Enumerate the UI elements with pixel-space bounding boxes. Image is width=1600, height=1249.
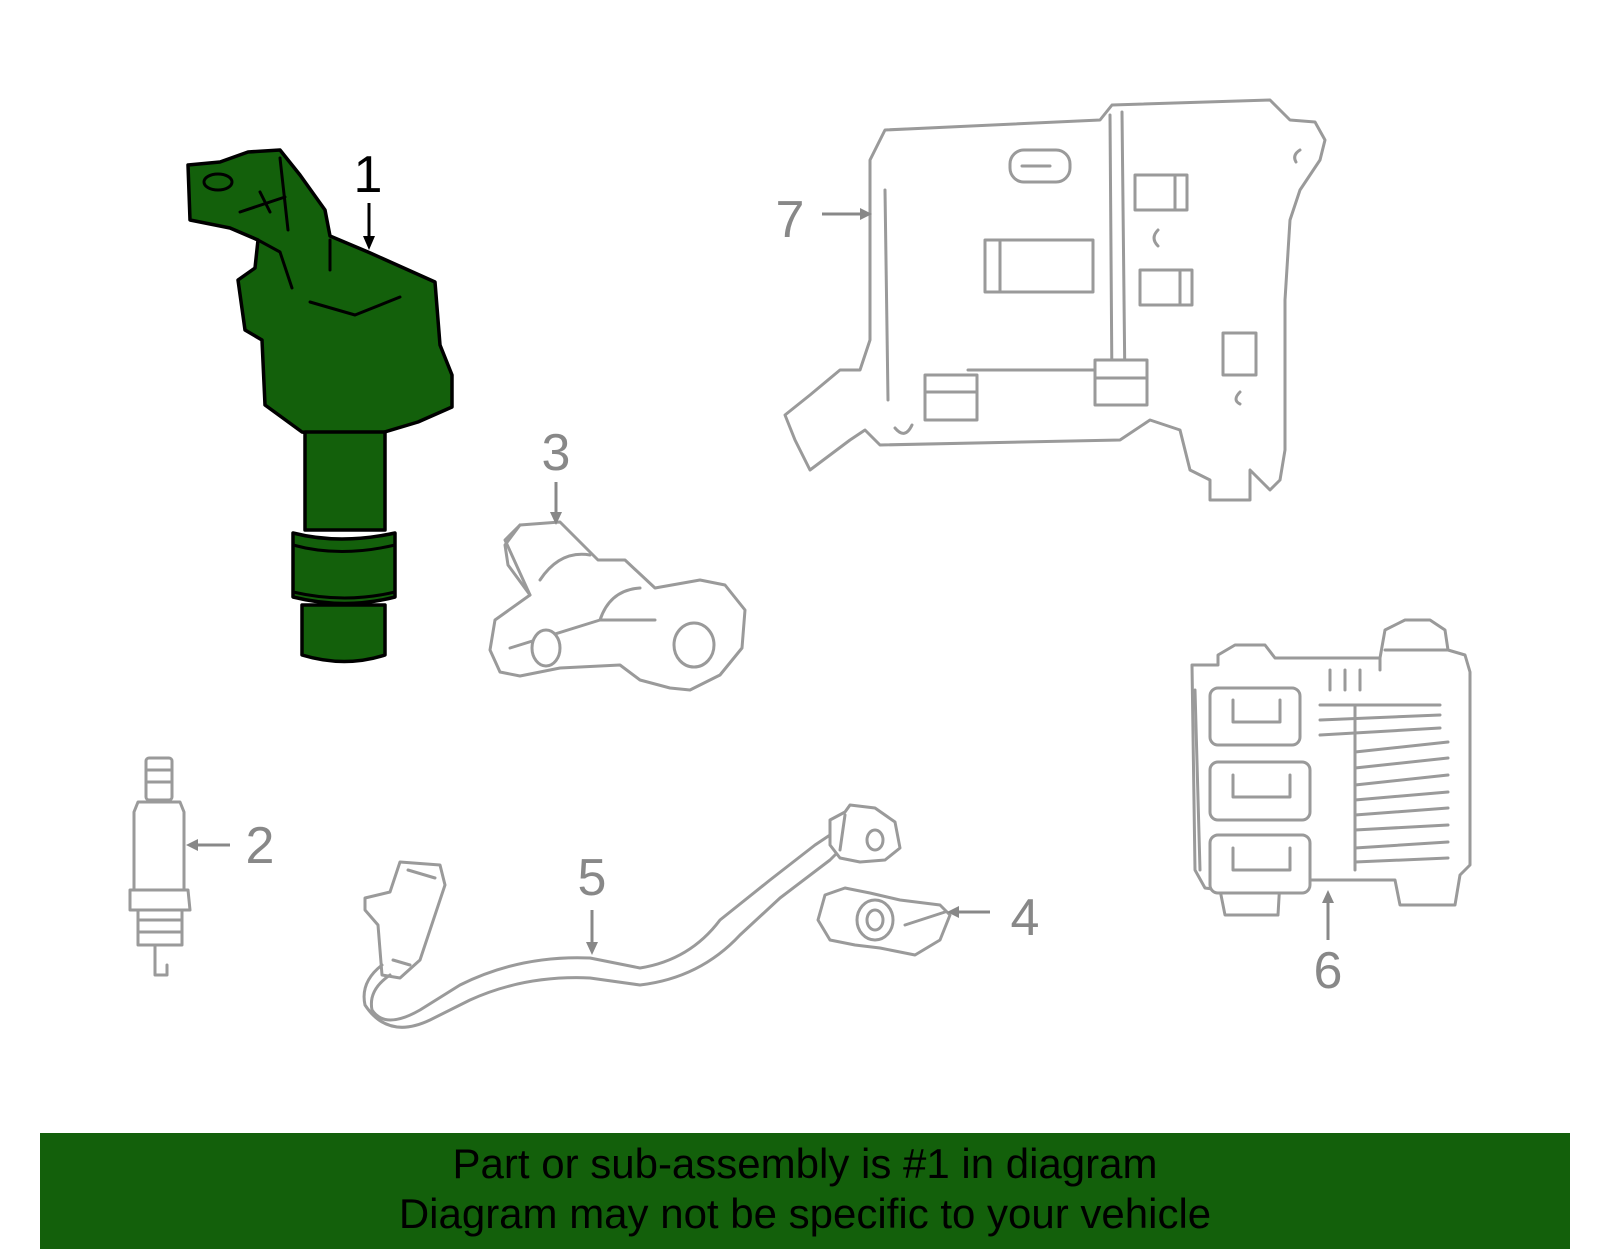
callout-6: 6 (1314, 942, 1343, 1000)
part-1-ignition-coil[interactable] (186, 148, 454, 664)
callout-2-arrowhead (186, 839, 198, 851)
callout-2: 2 (246, 817, 275, 875)
callout-3: 3 (542, 424, 571, 482)
callout-4: 4 (1011, 889, 1040, 947)
callout-5-arrowhead (586, 942, 598, 955)
callout-4-arrowhead (947, 906, 959, 918)
callout-6-arrowhead (1322, 890, 1334, 903)
banner-line-1: Part or sub-assembly is #1 in diagram (452, 1140, 1158, 1187)
part-info-banner: Part or sub-assembly is #1 in diagram Di… (40, 1133, 1570, 1249)
callout-7: 7 (776, 191, 805, 249)
callout-3-arrowhead (550, 512, 562, 525)
callout-7-arrowhead (860, 208, 872, 220)
callout-1: 1 (354, 146, 383, 204)
part-4-crankshaft-sensor[interactable] (816, 886, 952, 957)
callout-5: 5 (578, 849, 607, 907)
part-3-camshaft-sensor[interactable] (488, 520, 747, 692)
callout-1-arrowhead (363, 236, 375, 250)
banner-line-2: Diagram may not be specific to your vehi… (398, 1190, 1212, 1237)
part-6-engine-control-module[interactable] (1190, 618, 1472, 917)
part-5-oxygen-sensor[interactable] (362, 803, 902, 1029)
part-2-spark-plug[interactable] (128, 756, 192, 977)
part-7-ecm-bracket[interactable] (783, 98, 1327, 502)
